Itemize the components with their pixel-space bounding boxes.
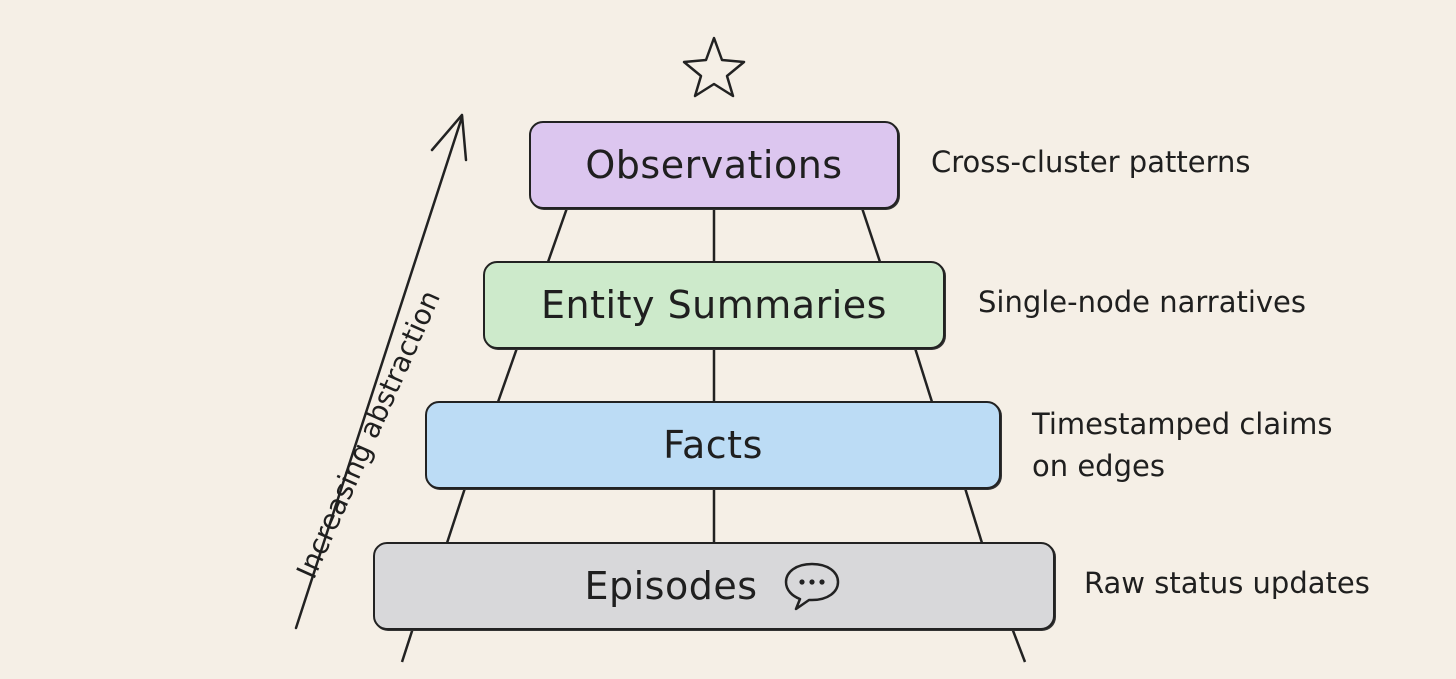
tier-facts: Facts [425, 401, 1001, 489]
tier-description: Cross-cluster patterns [931, 145, 1251, 179]
abstraction-arrow [294, 113, 468, 630]
tier-description: Single-node narratives [978, 285, 1307, 319]
tier-label: Entity Summaries [541, 283, 887, 327]
tier-description: Raw status updates [1084, 566, 1370, 600]
tier-label: Facts [663, 423, 763, 467]
tier-episodes: Episodes [373, 542, 1055, 630]
tier-observations: Observations [529, 121, 899, 209]
tier-description: Timestamped claims on edges [1032, 403, 1333, 487]
tier-entity-summaries: Entity Summaries [483, 261, 945, 349]
star-icon [682, 36, 746, 98]
tier-label: Observations [585, 143, 843, 187]
description-line: Timestamped claims [1032, 407, 1333, 441]
tier-label: Episodes [584, 564, 758, 608]
description-line: on edges [1032, 449, 1165, 483]
speech-bubble-icon [784, 562, 839, 611]
